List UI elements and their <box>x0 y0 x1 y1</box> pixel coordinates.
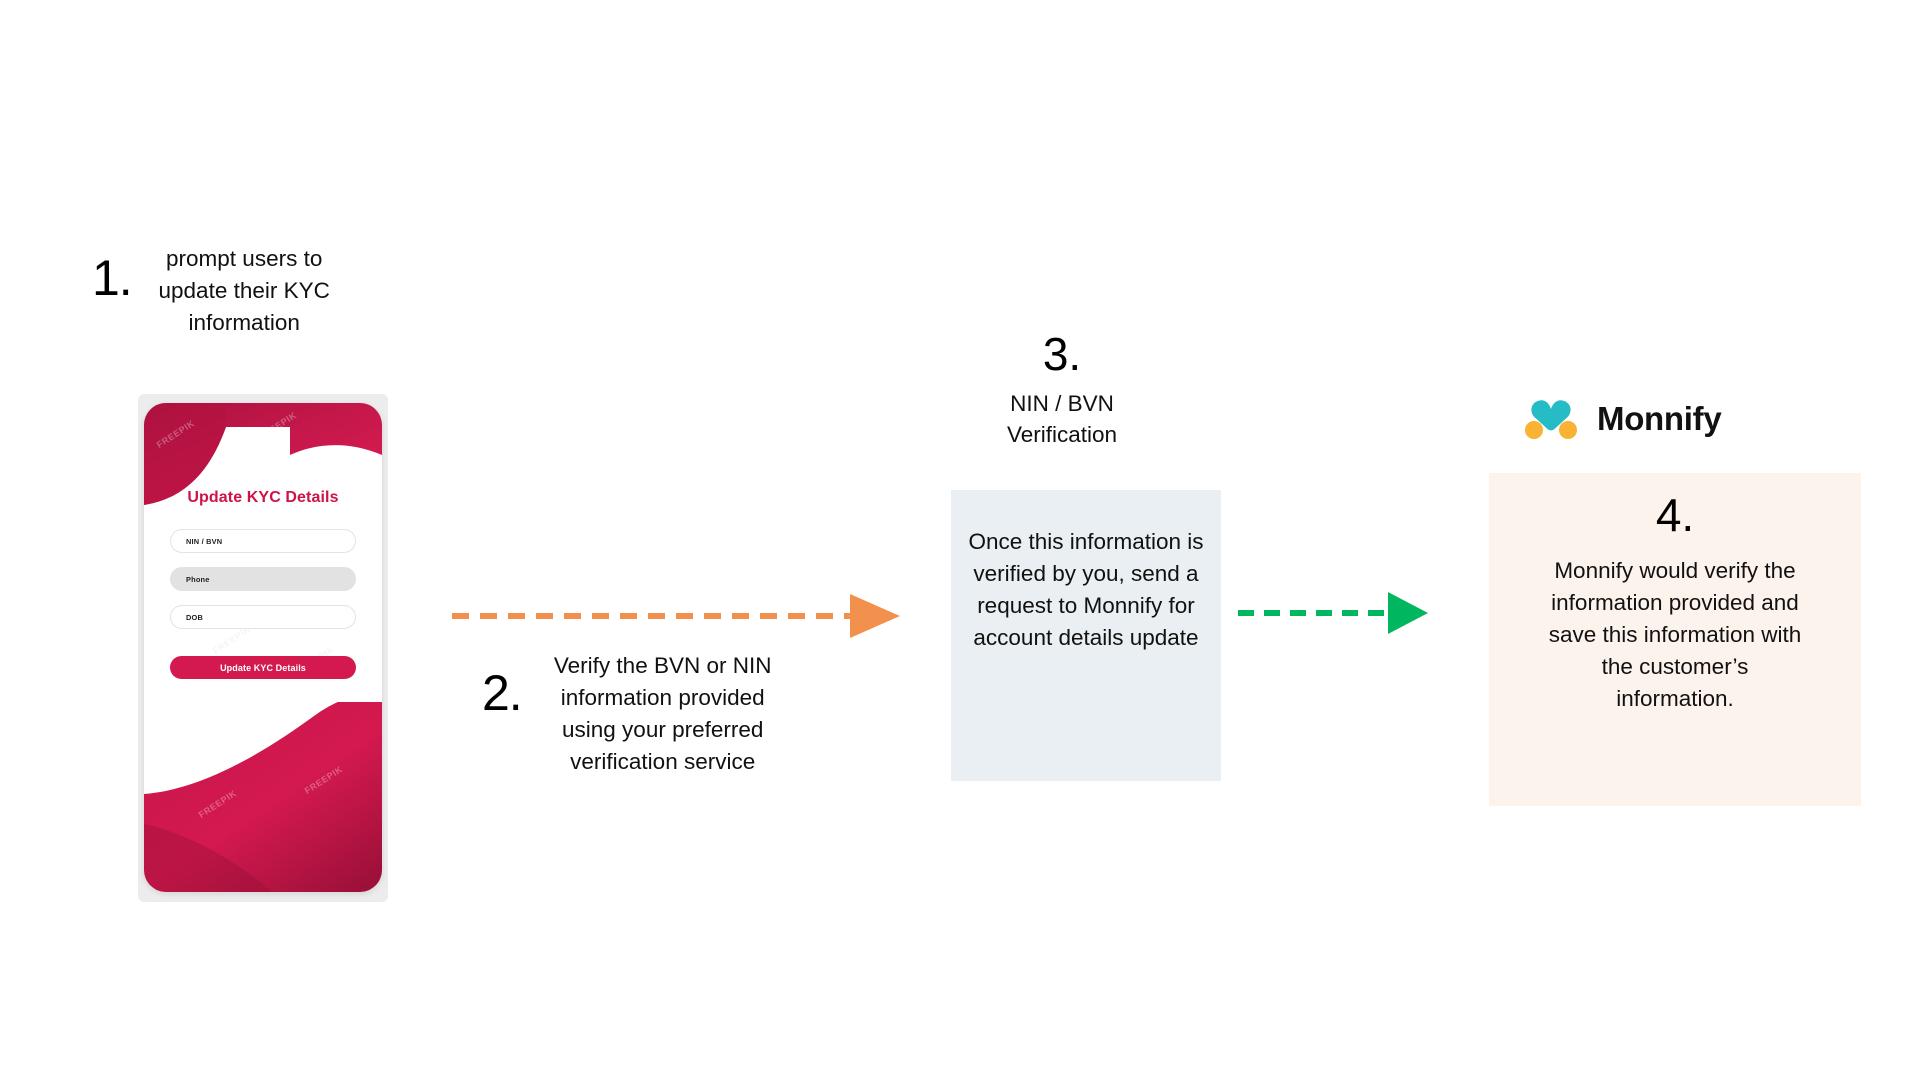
step-1-text: prompt users to update their KYC informa… <box>158 246 330 335</box>
step-4-number: 4. <box>1655 489 1695 541</box>
bottom-red-wave-decoration <box>144 702 382 892</box>
step-2-caption: 2. Verify the BVN or NIN information pro… <box>482 650 812 778</box>
kyc-form: NIN / BVN Phone DOB Update KYC Details <box>170 529 356 679</box>
step-1-caption: 1. prompt users to update their KYC info… <box>92 243 392 339</box>
step-3-text: Once this information is verified by you… <box>968 529 1204 650</box>
step-4-box: 4. Monnify would verify the information … <box>1489 473 1861 806</box>
orange-dashed-arrow <box>452 594 900 638</box>
monnify-molecule-icon <box>1525 400 1577 439</box>
phone-input[interactable]: Phone <box>170 567 356 591</box>
step-2-text: Verify the BVN or NIN information provid… <box>553 653 772 774</box>
green-dashed-arrow <box>1238 592 1428 634</box>
update-kyc-details-button[interactable]: Update KYC Details <box>170 656 356 679</box>
phone-screen: FREEPIK FREEPIK Update KYC Details NIN /… <box>144 403 382 892</box>
step-3-title: NIN / BVN Verification <box>1006 391 1118 448</box>
step-4-text: Monnify would verify the information pro… <box>1548 558 1802 712</box>
step-2-number: 2. <box>482 665 523 721</box>
step-3-heading: 3. NIN / BVN Verification <box>952 330 1172 450</box>
step-3-box: Once this information is verified by you… <box>951 490 1221 781</box>
phone-mockup: FREEPIK FREEPIK Update KYC Details NIN /… <box>138 394 388 902</box>
step-3-number: 3. <box>1042 328 1082 380</box>
nin-bvn-input[interactable]: NIN / BVN <box>170 529 356 553</box>
top-red-wave-decoration <box>144 403 382 505</box>
monnify-wordmark: Monnify <box>1597 400 1722 437</box>
dob-input[interactable]: DOB <box>170 605 356 629</box>
phone-screen-title: Update KYC Details <box>187 489 339 506</box>
phone-body: FREEPIK FREEPIK Update KYC Details NIN /… <box>144 403 382 892</box>
monnify-brand: Monnify <box>1523 397 1722 441</box>
step-1-number: 1. <box>92 250 133 306</box>
